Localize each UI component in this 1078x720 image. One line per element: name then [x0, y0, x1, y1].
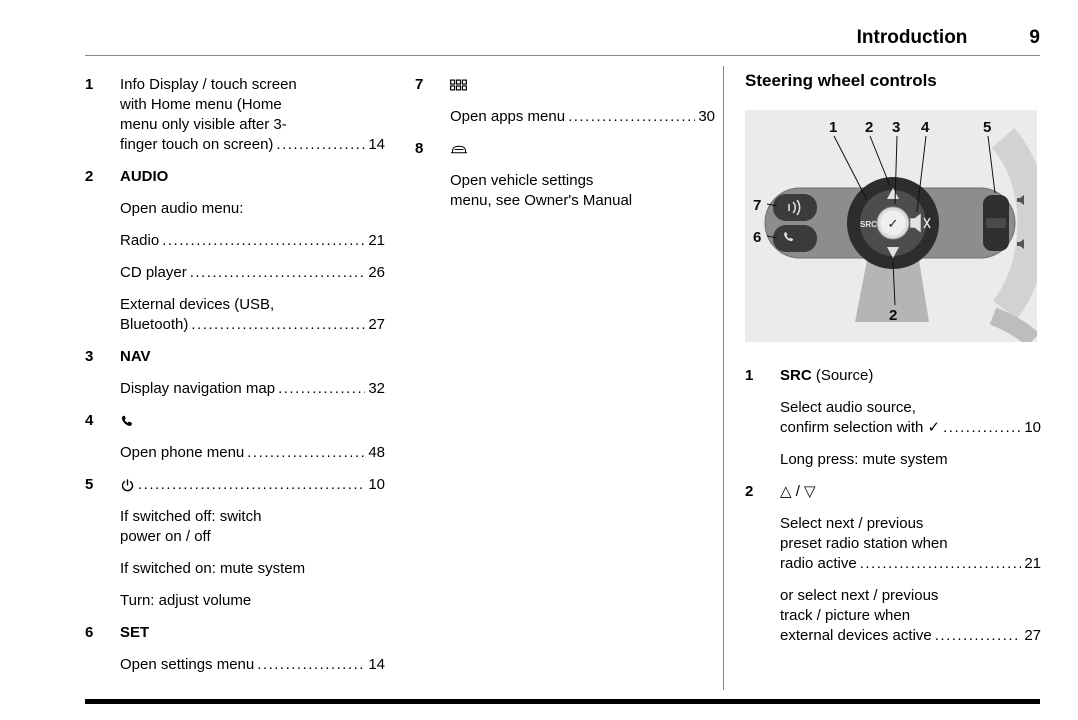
section-heading: Steering wheel controls [745, 71, 937, 90]
item-title-row: SRC (Source) [780, 366, 1041, 386]
control-name: SRC [780, 367, 812, 384]
item-number: 8 [415, 140, 424, 157]
power-icon [120, 478, 138, 493]
header-rule [85, 55, 1040, 56]
item-number: 2 [85, 168, 94, 185]
check-icon: ✓ [888, 217, 899, 232]
arrows-symbol: △ / ▽ [780, 483, 816, 500]
item-text: Open settings menu14 [120, 655, 385, 675]
callout-1: 1 [829, 119, 837, 136]
item-number: 5 [85, 476, 94, 493]
src-button-label: SRC [860, 220, 877, 229]
phone-icon [120, 411, 385, 431]
callout-lines [766, 135, 996, 306]
item-text: CD player26 [120, 263, 385, 283]
list-item-6: 6 SET Open settings menu14 [85, 623, 385, 687]
callout-7: 7 [753, 197, 761, 214]
item-number: 1 [745, 367, 754, 384]
phone-button-icon [784, 232, 794, 242]
up-arrow-button [887, 188, 899, 199]
callout-6: 6 [753, 229, 761, 246]
callout-3: 3 [892, 119, 900, 136]
item-number: 2 [745, 483, 754, 500]
item-title: AUDIO [120, 168, 169, 185]
item-text: Select audio source,confirm selection wi… [780, 398, 1041, 438]
footer-rule [85, 699, 1040, 704]
item-text: If switched on: mute system [120, 560, 306, 577]
callout-4: 4 [921, 119, 930, 136]
column-middle: 7 Open apps menu30 8 Open vehicle settin… [415, 75, 715, 223]
apps-icon [450, 75, 715, 95]
voice-icon [788, 199, 801, 216]
item-text: External devices (USB,Bluetooth)27 [120, 295, 385, 335]
callout-5: 5 [983, 119, 991, 136]
callout-2: 2 [865, 119, 873, 136]
item-number: 7 [415, 76, 424, 93]
lower-spoke [855, 260, 929, 322]
down-arrow-button [887, 247, 899, 258]
steering-wheel-svg: SRC ✓ [745, 110, 1048, 347]
steering-wheel-illustration: SRC ✓ [745, 110, 1048, 348]
list-item-2: 2 AUDIO Open audio menu: Radio21 CD play… [85, 167, 385, 347]
item-text: Long press: mute system [780, 451, 948, 468]
item-text: Open audio menu: [120, 200, 244, 217]
page-number: 9 [1029, 27, 1040, 48]
callout-2-bottom: 2 [889, 307, 897, 324]
item-number: 6 [85, 624, 94, 641]
dot-leader [138, 475, 365, 495]
item-number: 3 [85, 348, 94, 365]
power-leader-line: 10 [120, 475, 385, 495]
phone-button [773, 225, 817, 252]
item-text: Open phone menu48 [120, 443, 385, 463]
page-header: Introduction 9 [85, 28, 1040, 48]
chapter-title: Introduction [856, 27, 968, 48]
item-number: 4 [85, 412, 94, 429]
vehicle-icon [450, 139, 715, 159]
item-text: Open apps menu30 [450, 107, 715, 127]
item-title: NAV [120, 348, 151, 365]
item-number: 1 [85, 76, 94, 93]
item-text: Display navigation map32 [120, 379, 385, 399]
column-right: Steering wheel controls [745, 70, 1048, 658]
wheel-rim [991, 127, 1048, 320]
list-item-3: 3 NAV Display navigation map32 [85, 347, 385, 411]
item-text: Radio21 [120, 231, 385, 251]
column-divider [723, 66, 724, 690]
mute-icon [910, 213, 931, 233]
page-ref: 10 [368, 476, 385, 493]
list-item-7: 7 Open apps menu30 [415, 75, 715, 139]
item-text: Turn: adjust volume [120, 592, 252, 609]
control-name-suffix: (Source) [811, 367, 874, 384]
list-item-4: 4 Open phone menu48 [85, 411, 385, 475]
volume-icons [1017, 195, 1024, 249]
control-item-1: 1 SRC (Source) Select audio source,confi… [745, 366, 1041, 482]
item-title: SET [120, 624, 150, 641]
